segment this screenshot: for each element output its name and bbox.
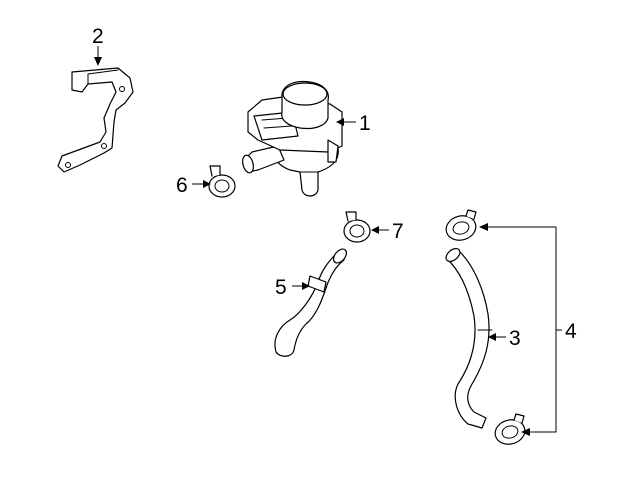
callout-6: 6 bbox=[176, 174, 188, 197]
clamp-part-4-top[interactable] bbox=[443, 209, 478, 243]
arrowhead-icon bbox=[336, 118, 344, 126]
bracket-part[interactable] bbox=[57, 67, 134, 173]
callout-1: 1 bbox=[359, 112, 371, 135]
leader-bracket-4 bbox=[487, 226, 557, 433]
arrowhead-icon bbox=[302, 282, 310, 290]
arrowhead-icon bbox=[203, 180, 211, 188]
arrowhead-icon bbox=[521, 428, 530, 436]
arrowhead-icon bbox=[479, 223, 488, 231]
pump-part[interactable] bbox=[241, 80, 343, 197]
arrowhead-icon bbox=[488, 333, 496, 341]
callout-3: 3 bbox=[509, 327, 521, 350]
arrowhead-icon bbox=[371, 226, 379, 234]
callout-7: 7 bbox=[392, 220, 404, 243]
hose-part-5[interactable] bbox=[274, 247, 349, 357]
callout-2: 2 bbox=[92, 25, 104, 48]
callout-5: 5 bbox=[275, 276, 287, 299]
clamp-part-7[interactable] bbox=[343, 211, 371, 243]
hose-part-3[interactable] bbox=[444, 246, 493, 429]
clamp-part-4-bottom[interactable] bbox=[492, 413, 527, 447]
callout-4: 4 bbox=[565, 320, 577, 343]
clamp-part-6[interactable] bbox=[208, 165, 236, 198]
arrowhead-icon bbox=[94, 57, 102, 66]
